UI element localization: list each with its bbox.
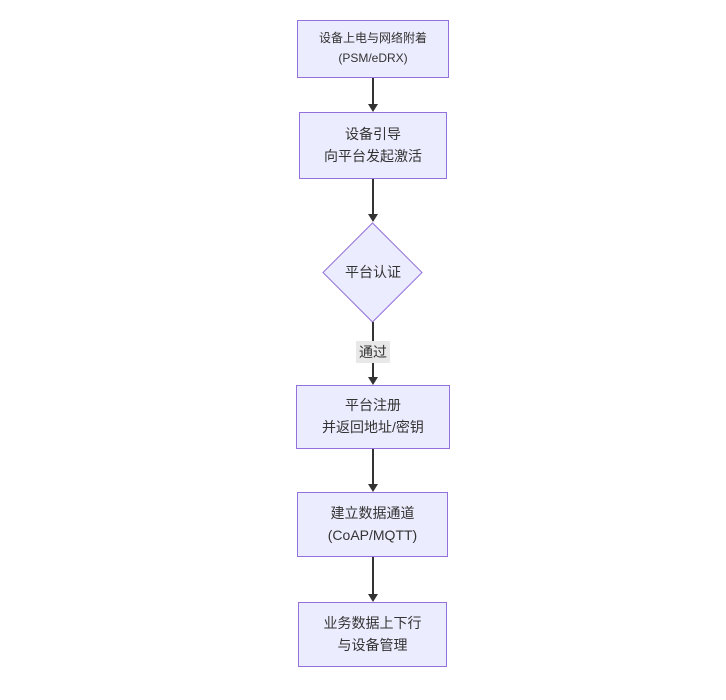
flow-node-bootstrap: 设备引导 向平台发起激活 — [299, 112, 447, 179]
node-label-line1: 业务数据上下行 — [323, 614, 422, 631]
flow-node-power-attach: 设备上电与网络附着 (PSM/eDRX) — [297, 20, 449, 78]
flow-node-business: 业务数据上下行 与设备管理 — [298, 602, 447, 667]
flow-node-channel: 建立数据通道 (CoAP/MQTT) — [297, 492, 448, 557]
arrowhead-icon — [368, 594, 378, 602]
edge-label-pass: 通过 — [356, 341, 390, 363]
node-label-line1: 设备上电与网络附着 — [318, 31, 427, 46]
arrowhead-icon — [368, 104, 378, 112]
node-label-line1: 建立数据通道 — [330, 504, 415, 521]
node-label-line2: 并返回地址/密钥 — [322, 419, 424, 435]
edge-line-5 — [372, 557, 374, 594]
node-label-line1: 设备引导 — [345, 125, 401, 142]
node-label-line2: 与设备管理 — [337, 636, 408, 653]
node-label-line2: 向平台发起激活 — [324, 147, 422, 164]
node-label-line2: (PSM/eDRX) — [338, 51, 408, 65]
flow-node-register: 平台注册 并返回地址/密钥 — [296, 385, 450, 449]
node-label-line2: (CoAP/MQTT) — [327, 526, 418, 543]
node-label-line1: 平台注册 — [345, 397, 401, 414]
edge-line-1 — [372, 78, 374, 104]
diamond-label: 平台认证 — [345, 264, 401, 280]
arrowhead-icon — [368, 214, 378, 222]
edge-line-2 — [372, 179, 374, 214]
arrowhead-icon — [368, 377, 378, 385]
edge-line-4 — [372, 449, 374, 484]
arrowhead-icon — [368, 484, 378, 492]
